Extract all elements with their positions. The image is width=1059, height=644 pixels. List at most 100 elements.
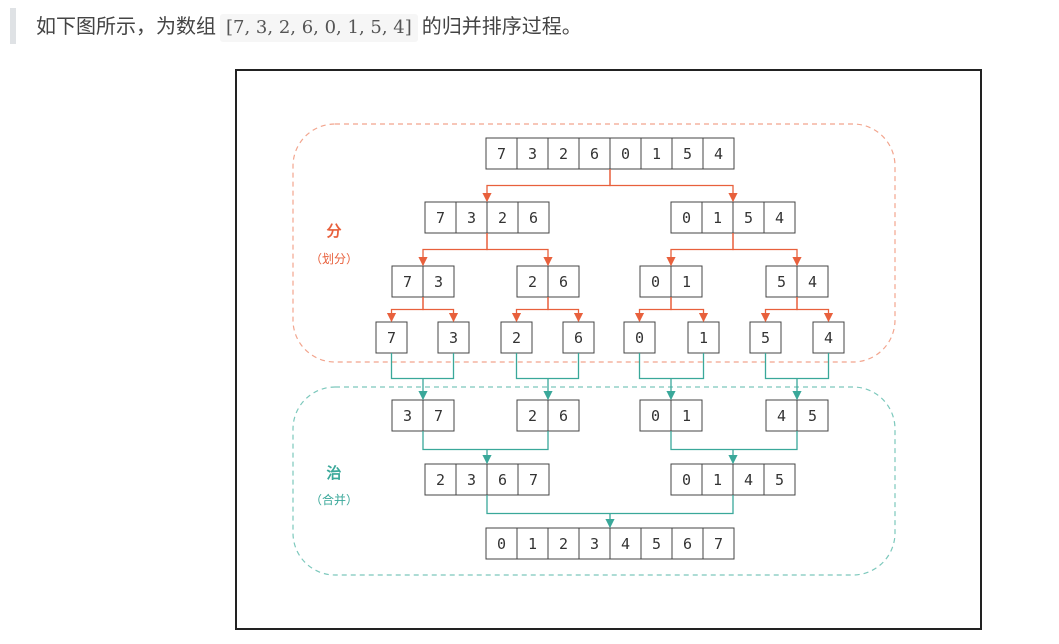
divide-arrow-r2-0-1	[422, 297, 459, 323]
divide-array-r2-2-cell-0: 0	[651, 273, 660, 291]
blockquote: 如下图所示，为数组[7, 3, 2, 6, 0, 1, 5, 4]的归并排序过程…	[10, 8, 1050, 44]
divide-arrow-r2-3-0	[760, 297, 798, 323]
caption-after: 的归并排序过程。	[421, 14, 582, 38]
merge-array-r0-1-cell-1: 6	[559, 407, 568, 425]
merge-array-r2-0-cell-7: 7	[714, 535, 723, 553]
inline-code-array: [7, 3, 2, 6, 0, 1, 5, 4]	[220, 14, 418, 42]
merge-array-r2-0-cell-0: 0	[497, 535, 506, 553]
merge-array-r1-0-cell-1: 3	[467, 471, 476, 489]
merge-line-r2-0-1	[610, 495, 734, 515]
merge-array-r0-2-cell-0: 0	[651, 407, 660, 425]
divide-array-r2-3-cell-0: 5	[777, 273, 786, 291]
divide-arrow-r2-1-0	[511, 297, 549, 323]
divide-array-r1-0-cell-1: 3	[467, 209, 476, 227]
diagram-frame: 分 （划分） 治 （合并） 7 3 2 6 0 1 5 4 7 3 2 6 0 1 5 4 7 3 2 6 0 1 5 4 7 3 2 6 0 1…	[235, 69, 982, 630]
merge-line-r0-3-1	[797, 353, 830, 380]
divide-array-r0-0-cell-5: 1	[652, 145, 661, 163]
divide-array-r1-1-cell-3: 4	[775, 209, 784, 227]
divide-sublabel: （划分）	[310, 252, 358, 266]
merge-array-r2-0-cell-3: 3	[590, 535, 599, 553]
divide-arrow-r2-2-0	[634, 297, 672, 323]
divide-array-r3-3-cell-0: 6	[574, 329, 583, 347]
merge-array-r2-0-cell-5: 5	[652, 535, 661, 553]
divide-array-r3-1-box	[437, 321, 470, 354]
merge-line-r0-0-0	[390, 353, 423, 380]
divide-array-r1-0-cell-0: 7	[436, 209, 445, 227]
merge-array-r0-3-cell-1: 5	[808, 407, 817, 425]
divide-arrow-r1-0-1	[486, 233, 553, 267]
divide-array-r1-1-cell-0: 0	[682, 209, 691, 227]
merge-line-r0-3-0	[764, 353, 797, 380]
divide-array-r0-0-cell-4: 0	[621, 145, 630, 163]
divide-arrow-r2-2-1	[670, 297, 709, 323]
merge-line-r1-1-1	[733, 431, 798, 451]
divide-array-r2-1-cell-1: 6	[559, 273, 568, 291]
merge-array-r0-3-cell-0: 4	[777, 407, 786, 425]
divide-array-r0-0-cell-3: 6	[590, 145, 599, 163]
divide-array-r0-0-cell-1: 3	[528, 145, 537, 163]
merge-sort-diagram: 分 （划分） 治 （合并） 7 3 2 6 0 1 5 4 7 3 2 6 0 1 5 4 7 3 2 6 0 1 5 4 7 3 2 6 0 1…	[292, 123, 896, 576]
merge-label: 治	[326, 464, 341, 482]
divide-arrow-r2-0-0	[386, 297, 424, 323]
merge-line-r0-1-0	[515, 353, 548, 380]
divide-arrow-r2-3-1	[796, 297, 834, 323]
merge-array-r2-0-cell-6: 6	[683, 535, 692, 553]
divide-arrow-r1-1-1	[732, 233, 802, 267]
divide-array-r2-3-cell-1: 4	[808, 273, 817, 291]
merge-region	[292, 386, 896, 576]
quote-bar	[10, 8, 16, 44]
merge-array-r0-2-cell-1: 1	[682, 407, 691, 425]
merge-line-r1-0-0	[422, 431, 487, 451]
divide-array-r3-6-cell-0: 5	[761, 329, 770, 347]
divide-region	[292, 123, 896, 363]
caption-before: 如下图所示，为数组	[36, 14, 216, 38]
divide-array-r0-0-cell-7: 4	[714, 145, 723, 163]
divide-array-r2-0-cell-1: 3	[434, 273, 443, 291]
divide-array-r2-0-cell-0: 7	[403, 273, 412, 291]
merge-line-r2-0-0	[486, 495, 610, 515]
merge-array-r1-1-cell-0: 0	[682, 471, 691, 489]
divide-array-r3-6-box	[749, 321, 782, 354]
divide-array-r1-0-cell-2: 2	[498, 209, 507, 227]
merge-array-r1-0-cell-2: 6	[498, 471, 507, 489]
divide-array-r3-3-box	[562, 321, 595, 354]
merge-array-r1-0-cell-0: 2	[436, 471, 445, 489]
divide-arrow-r1-0-0	[418, 233, 488, 267]
divide-array-r2-1-cell-0: 2	[528, 273, 537, 291]
merge-line-r0-2-1	[671, 353, 705, 380]
divide-array-r3-7-cell-0: 4	[824, 329, 833, 347]
divide-arrow-r2-1-1	[547, 297, 584, 323]
divide-array-r3-4-cell-0: 0	[635, 329, 644, 347]
divide-arrow-r1-1-0	[666, 233, 734, 267]
divide-array-r0-0-cell-0: 7	[497, 145, 506, 163]
merge-array-r0-1-cell-0: 2	[528, 407, 537, 425]
merge-line-r0-0-1	[423, 353, 455, 380]
merge-array-r1-0-cell-3: 7	[529, 471, 538, 489]
merge-array-r2-0-cell-4: 4	[621, 535, 630, 553]
divide-array-r3-5-cell-0: 1	[699, 329, 708, 347]
divide-array-r1-1-cell-2: 5	[744, 209, 753, 227]
divide-array-r3-7-box	[812, 321, 845, 354]
merge-line-r0-1-1	[548, 353, 580, 380]
divide-array-r0-0-cell-2: 2	[559, 145, 568, 163]
divide-arrow-r0-0-1	[609, 169, 738, 203]
divide-array-r2-2-cell-1: 1	[682, 273, 691, 291]
divide-array-r3-0-box	[375, 321, 408, 354]
merge-line-r1-1-0	[670, 431, 733, 451]
merge-array-r0-0-cell-0: 3	[403, 407, 412, 425]
merge-line-r1-0-1	[487, 431, 549, 451]
merge-line-r0-2-0	[638, 353, 671, 380]
divide-array-r1-1-cell-1: 1	[713, 209, 722, 227]
divide-array-r1-0-cell-3: 6	[529, 209, 538, 227]
merge-array-r1-1-cell-1: 1	[713, 471, 722, 489]
divide-array-r3-0-cell-0: 7	[387, 329, 396, 347]
caption: 如下图所示，为数组[7, 3, 2, 6, 0, 1, 5, 4]的归并排序过程…	[36, 8, 582, 44]
merge-sublabel: （合并）	[310, 492, 358, 507]
merge-array-r1-1-cell-2: 4	[744, 471, 753, 489]
merge-array-r0-0-cell-1: 7	[434, 407, 443, 425]
merge-array-r1-1-cell-3: 5	[775, 471, 784, 489]
divide-arrow-r0-0-0	[482, 169, 611, 203]
divide-array-r3-2-cell-0: 2	[512, 329, 521, 347]
merge-array-r2-0-cell-2: 2	[559, 535, 568, 553]
divide-label: 分	[326, 222, 341, 240]
